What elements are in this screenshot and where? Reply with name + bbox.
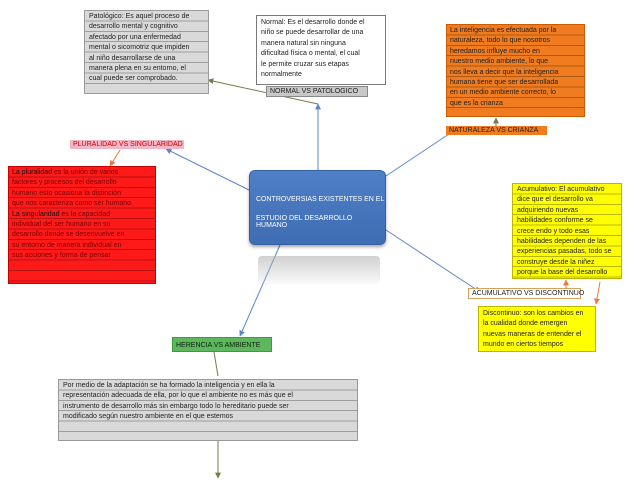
note-patologico: Patológico: Es aquel proceso de desarrol…: [84, 10, 209, 94]
edge-to-patologico-note: [207, 78, 319, 105]
note-line: La singularidad es la capacidad: [12, 210, 152, 220]
note-text: es la unión de varios: [52, 169, 119, 176]
edge-to-naturaleza-crianza: [385, 127, 459, 177]
note-line: factores y procesos del desarrollo: [12, 179, 117, 187]
note-line: Acumulativo: El acumulativo: [517, 186, 605, 193]
term-pluralidad: La pluralidad: [12, 169, 53, 176]
note-normal: Normal: Es el desarrollo donde el niño s…: [256, 15, 386, 85]
topic-pluralidad-singularidad: PLURALIDAD VS SINGULARIDAD: [70, 140, 184, 149]
note-line: crece endo y todo esas: [517, 227, 590, 235]
note-line: porque la base del desarrollo: [517, 269, 608, 277]
note-line: nuevas maneras de entender el: [483, 330, 582, 338]
note-line: Discontinuo: son los cambios en: [483, 310, 584, 317]
edge-to-herencia-note: [213, 351, 219, 377]
note-line: La inteligencia es efectuada por la: [450, 27, 557, 34]
note-line: modificado según nuestro ambiente en el …: [63, 413, 234, 421]
note-line: naturaleza, todo lo que nosotros: [450, 37, 551, 45]
note-line: la cualidad donde emergen: [483, 320, 568, 328]
note-line: construye desde la niñez: [517, 258, 595, 266]
note-line: cual puede ser comprobado.: [89, 75, 178, 83]
central-topic-line-1: CONTROVERSIAS EXISTENTES EN EL: [256, 196, 385, 203]
note-line: niño se puede desarrollar de una: [261, 29, 364, 37]
note-pluralidad: La pluralidad es la unión de varios fact…: [8, 166, 156, 284]
note-line: experiencias pasadas, todo se: [517, 248, 612, 256]
note-line: que nos caracteriza como ser humano.: [12, 200, 134, 208]
note-line: mundo en ciertos tiempos: [483, 341, 564, 349]
note-line: que es la crianza: [450, 99, 503, 107]
note-line: manera natural sin ninguna: [261, 39, 346, 47]
note-line: dificultad física o mental, el cual: [261, 50, 360, 58]
note-line: normalmente: [261, 71, 302, 79]
note-line: habilidades conforme se: [517, 217, 593, 225]
central-topic-line-2: ESTUDIO DEL DESARROLLO HUMANO: [256, 215, 353, 229]
note-line: Patológico: Es aquel proceso de: [89, 13, 190, 20]
note-line: nuestro medio ambiente, lo que: [450, 58, 549, 66]
note-line: nos lleva a decir que la inteligencia: [450, 68, 559, 76]
note-line: heredamos influye mucho en: [450, 47, 540, 55]
note-discontinuo: Discontinuo: son los cambios en la cuali…: [478, 306, 596, 352]
note-line: desarrollo mental y cognitivo: [89, 23, 178, 31]
note-line: humano esto ocasiona la distinción: [12, 189, 121, 197]
edge-to-acumulativo-discontinuo: [385, 229, 481, 293]
note-line: representación adecuada de ella, por lo …: [63, 392, 293, 400]
term-singularidad: La singularidad: [12, 210, 60, 218]
note-line: al niño desarrollarse de una: [89, 54, 176, 62]
note-line: desarrollo donde se desenvuelve en: [12, 231, 125, 239]
topic-herencia-ambiente: HERENCIA VS AMBIENTE: [172, 337, 272, 352]
note-line: individual del ser humano en su: [12, 221, 111, 229]
topic-acumulativo-discontinuo: ACUMULATIVO VS DISCONTINUO: [468, 288, 584, 299]
note-line: Por medio de la adaptación se ha formado…: [63, 382, 275, 389]
note-herencia: Por medio de la adaptación se ha formado…: [58, 379, 358, 441]
note-acumulativo: Acumulativo: El acumulativo dice que el …: [512, 183, 622, 279]
topic-normal-patologico: NORMAL VS PATOLOGICO: [266, 86, 368, 97]
note-line: dice que el desarrollo va: [517, 196, 593, 204]
edge-to-pluralidad-note: [109, 149, 121, 167]
note-line: le permite cruzar sus etapas: [261, 60, 349, 68]
central-topic-node: CONTROVERSIAS EXISTENTES EN EL ESTUDIO D…: [249, 170, 386, 245]
note-line: su entorno de manera individual en: [12, 241, 122, 249]
note-line: Normal: Es el desarrollo donde el: [261, 19, 365, 26]
note-line: en un medio ambiente correcto, lo: [450, 89, 556, 97]
note-text: es la capacidad: [59, 210, 111, 218]
note-line: La pluralidad es la unión de varios: [12, 168, 152, 178]
edge-to-discontinuo-note: [594, 281, 601, 305]
topic-naturaleza-crianza: NATURALEZA VS CRIANZA: [446, 126, 547, 135]
note-line: habilidades dependen de las: [517, 238, 607, 246]
central-node-reflection: [258, 256, 380, 284]
edge-to-pluralidad-singularidad: [165, 148, 250, 191]
note-line: afectado por una enfermedad: [89, 33, 181, 41]
note-line: humana tiene que ser desarrollada: [450, 79, 559, 87]
note-naturaleza: La inteligencia es efectuada por la natu…: [446, 24, 585, 117]
note-line: instrumento de desarrollo más sin embarg…: [63, 402, 289, 410]
note-line: adquiriendo nuevas: [517, 206, 579, 214]
note-line: manera plena en su entorno, el: [89, 65, 186, 73]
note-line: mental o sicomotriz que impiden: [89, 44, 190, 52]
note-line: sus acciones y forma de pensar: [12, 252, 111, 260]
